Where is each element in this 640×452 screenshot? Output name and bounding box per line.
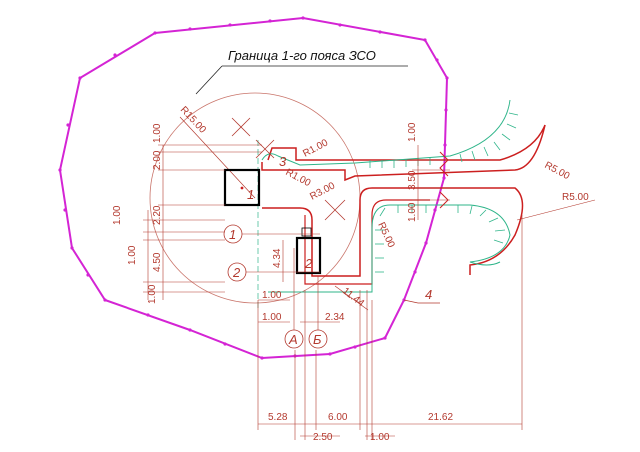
- dim-left-5: 1.00: [127, 245, 138, 265]
- label-4-leader-2: [403, 299, 419, 304]
- label-building-1: 1: [247, 187, 254, 202]
- radius-r15-line: [179, 116, 256, 199]
- dim-right-1: 1.00: [407, 122, 418, 142]
- svg-text:1: 1: [229, 227, 236, 242]
- radius-r5c-label: R5.00: [375, 221, 396, 250]
- label-building-2: 2: [304, 256, 313, 271]
- green-curb-lower: [268, 204, 511, 293]
- dim-bottom-3: 21.62: [428, 412, 453, 423]
- building-2: [295, 236, 322, 275]
- road-edge-upper: [267, 124, 546, 161]
- dim-right-2: 3.50: [407, 170, 418, 190]
- dim-left-7: 1.00: [147, 284, 158, 304]
- radius-r5b-label: R5.00: [562, 192, 589, 203]
- svg-text:Б: Б: [313, 332, 322, 347]
- zone-label: Граница 1-го пояса ЗСО: [228, 48, 376, 63]
- building-1-center: [240, 186, 244, 190]
- cross-marks: [231, 117, 346, 221]
- svg-text:А: А: [288, 332, 298, 347]
- road-edge-loop: [262, 187, 524, 277]
- dim-small-2: 1.00: [262, 312, 282, 323]
- radius-r1a-label: R1.00: [301, 137, 330, 159]
- label-item-4: 4: [425, 287, 432, 302]
- dim-left-1: 1.00: [152, 123, 163, 143]
- dim-left-lines: [143, 144, 262, 300]
- circled-label-1: 1: [223, 224, 243, 244]
- dim-left-6: 4.50: [152, 252, 163, 272]
- dim-small-1: 1.00: [262, 290, 282, 301]
- building-1: [223, 168, 261, 207]
- dim-bottom2-2: 1.00: [370, 432, 390, 443]
- road-edge-main: [261, 124, 546, 182]
- circled-label-b: Б: [308, 329, 328, 349]
- dim-right-lines: [412, 145, 450, 220]
- radius-r3-label: R3.00: [308, 180, 337, 202]
- zone-label-leader: [195, 65, 223, 95]
- green-hatching: [369, 112, 519, 273]
- dim-small-lines: [258, 285, 369, 323]
- building-2-detail: [301, 227, 312, 237]
- dim-extension-lines: [257, 215, 523, 440]
- dim-bottom2-1: 2.50: [313, 432, 333, 443]
- dim-small-3: 2.34: [325, 312, 345, 323]
- zone-boundary-points: [58, 16, 449, 360]
- dim-bottom-2: 6.00: [328, 412, 348, 423]
- break-mark-upper: [439, 151, 449, 177]
- dim-left-3: 1.00: [112, 205, 123, 225]
- label-item-3: 3: [279, 154, 287, 169]
- radius-r5b-leader: [516, 199, 596, 221]
- radius-r5a-label: R5.00: [543, 160, 572, 182]
- circled-label-a: А: [284, 329, 304, 349]
- dim-left-4: 2.20: [152, 205, 163, 225]
- circled-label-2: 2: [227, 262, 247, 282]
- svg-text:2: 2: [232, 265, 241, 280]
- green-curb-upper: [261, 99, 511, 166]
- dim-right-3: 1.00: [407, 202, 418, 222]
- dim-mid-1: 4.34: [272, 248, 283, 268]
- dim-bottom-1: 5.28: [268, 412, 288, 423]
- dim-left-2: 2.00: [152, 150, 163, 170]
